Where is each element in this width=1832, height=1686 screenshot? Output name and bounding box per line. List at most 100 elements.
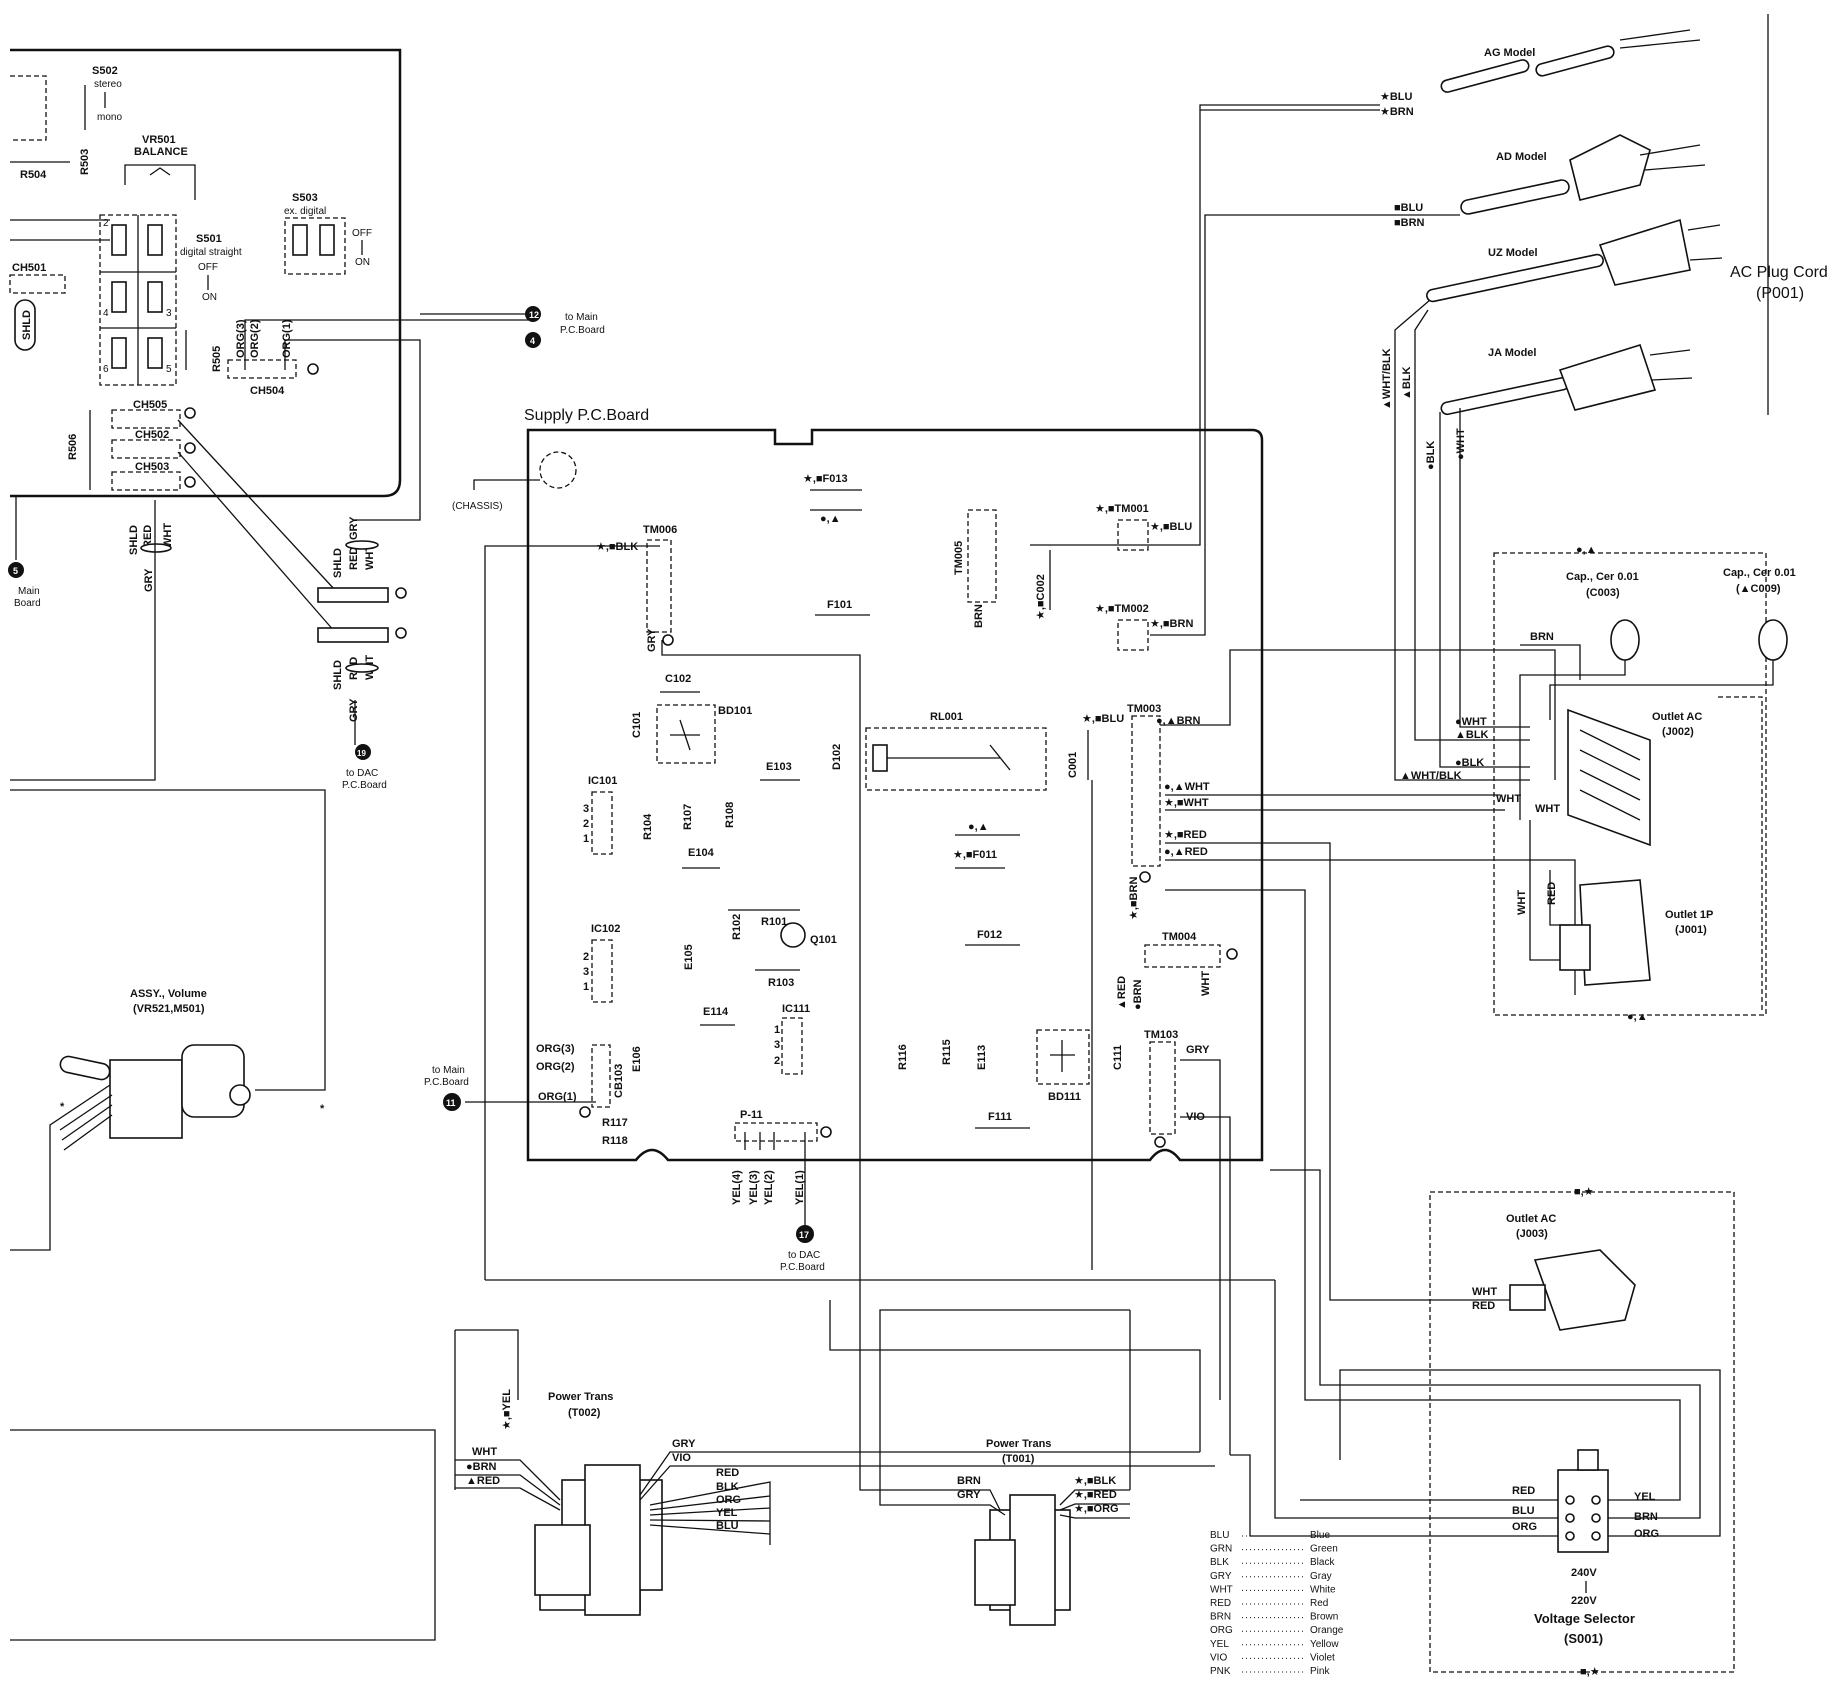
selector-wire-org: ORG <box>1512 1521 1537 1533</box>
to-main-12-a: to Main <box>565 312 598 323</box>
t002-sec-yel: YEL <box>716 1507 738 1519</box>
ja-wire-wht: ●WHT <box>1455 428 1467 460</box>
p11-label: P-11 <box>740 1109 763 1121</box>
yel4-label: YEL(4) <box>731 1170 743 1205</box>
s503-label: S503 <box>292 192 318 204</box>
vr501-balance: BALANCE <box>134 146 188 158</box>
legend-code: BLU <box>1210 1530 1229 1541</box>
ic102-pin-3: 3 <box>583 966 589 978</box>
j001-id: (J001) <box>1675 924 1707 936</box>
ch505-label: CH505 <box>133 399 167 411</box>
org1-label: ORG(1) <box>538 1091 577 1103</box>
connector-19 <box>355 744 371 760</box>
voltage-selector: RED BLU ORG YEL BRN ORG 240V 220V Voltag… <box>1165 889 1721 1646</box>
j001-wht: WHT <box>1516 890 1528 915</box>
ic101-pin-2: 2 <box>583 818 589 830</box>
cable-a-wht: WHT <box>364 545 376 570</box>
legend-code: GRY <box>1210 1571 1232 1582</box>
r101-label: R101 <box>761 916 787 928</box>
t001-brn: BRN <box>957 1475 981 1487</box>
tm003-red2: ●,▲RED <box>1164 846 1208 858</box>
uz-wire-blk: ▲BLK <box>1401 366 1413 400</box>
ac-plug-cord-id: (P001) <box>1756 285 1804 302</box>
selector-220v: 220V <box>1571 1595 1597 1607</box>
selector-id: (S001) <box>1564 1631 1603 1646</box>
j003-wire-wht: WHT <box>1472 1286 1497 1298</box>
ad-model-label: AD Model <box>1496 151 1547 163</box>
legend-name: Yellow <box>1310 1639 1339 1650</box>
ch501-shld: SHLD <box>21 310 33 340</box>
vr501-label: VR501 <box>142 134 176 146</box>
rl001-label: RL001 <box>930 711 963 723</box>
selector-wire-org2: ORG <box>1634 1528 1659 1540</box>
tm003-red1: ★,■RED <box>1164 829 1207 841</box>
to-main-12-b: P.C.Board <box>560 325 605 336</box>
t002-gry: GRY <box>672 1438 696 1450</box>
tm002-wire: ★,■BRN <box>1150 618 1193 630</box>
ic111-pin-3: 3 <box>774 1039 780 1051</box>
ch502-label: CH502 <box>135 429 169 441</box>
connector-17 <box>796 1225 814 1243</box>
legend-name: White <box>1310 1584 1336 1595</box>
org2-label: ORG(2) <box>536 1061 575 1073</box>
r117-label: R117 <box>602 1117 628 1129</box>
tm004-red: ▲RED <box>1116 976 1128 1010</box>
f101-label: F101 <box>827 599 852 611</box>
to-dac-19-a: to DAC <box>346 768 378 779</box>
c111-label: C111 <box>1112 1045 1124 1070</box>
t001-id: (T001) <box>1002 1453 1035 1465</box>
r103-label: R103 <box>768 977 794 989</box>
s502-mono: mono <box>97 112 122 123</box>
selector-wire-red: RED <box>1512 1485 1535 1497</box>
connector-11 <box>443 1093 461 1111</box>
tm004-wht: WHT <box>1200 971 1212 996</box>
ic111-pin-1: 1 <box>774 1024 780 1036</box>
ag-wire-brn: ★BRN <box>1380 106 1414 118</box>
transformer-t002: Power Trans (T002) WHT ●BRN ▲RED ★,■YEL … <box>10 1329 1215 1641</box>
cap-c009-id: (▲C009) <box>1736 583 1781 595</box>
wht-label-a: WHT <box>1496 793 1521 805</box>
s502-label: S502 <box>92 65 118 77</box>
j003-title: Outlet AC <box>1506 1213 1556 1225</box>
r116-label: R116 <box>897 1044 909 1070</box>
t001-red: ★,■RED <box>1074 1489 1117 1501</box>
t002-wht: WHT <box>472 1446 497 1458</box>
ch504-org2: ORG(2) <box>249 319 261 358</box>
t002-sec-blu: BLU <box>716 1520 739 1532</box>
t002-id: (T002) <box>568 1407 601 1419</box>
ic101-pin-1: 1 <box>583 833 589 845</box>
t002-red: ▲RED <box>466 1475 500 1487</box>
connector-4 <box>525 332 541 348</box>
cable-red-left: RED <box>142 525 154 548</box>
s503-on: ON <box>355 257 370 268</box>
c001-label: C001 <box>1067 752 1079 778</box>
transformer-t001: Power Trans (T001) BRN GRY ★,■BLK ★,■RED… <box>829 1300 1201 1626</box>
legend-name: Orange <box>1310 1625 1344 1636</box>
connector-5 <box>8 562 24 578</box>
s501-label: S501 <box>196 233 222 245</box>
supply-board-title: Supply P.C.Board <box>524 407 649 424</box>
j002-wire-blk2: ●BLK <box>1455 757 1484 769</box>
cable-gry-left: GRY <box>143 568 155 592</box>
ag-wire-blu: ★BLU <box>1380 91 1413 103</box>
legend-code: WHT <box>1210 1584 1233 1595</box>
wht-label-b: WHT <box>1535 803 1560 815</box>
e114-label: E114 <box>703 1006 729 1018</box>
connector-4-num: 4 <box>530 336 535 346</box>
j003-wire-red: RED <box>1472 1300 1495 1312</box>
j002-wire-wht: ●WHT <box>1455 716 1487 728</box>
volume-assy-title: ASSY., Volume <box>130 988 207 1000</box>
ja-wire-blk: ●BLK <box>1425 441 1437 470</box>
ic102-pin-1: 1 <box>583 981 589 993</box>
legend-code: BLK <box>1210 1557 1229 1568</box>
outlets-group: ●,▲ ●,▲ Cap., Cer 0.01 (C003) Cap., Cer … <box>1400 544 1796 1023</box>
chassis-label: (CHASSIS) <box>452 501 503 512</box>
s501-pin-4: 4 <box>103 308 109 319</box>
f013-label: ★,■F013 <box>803 473 848 485</box>
legend-code: RED <box>1210 1598 1231 1609</box>
e106-label: E106 <box>631 1046 643 1072</box>
connector-12 <box>525 306 541 322</box>
legend-code: GRN <box>1210 1544 1232 1555</box>
j002-title: Outlet AC <box>1652 711 1702 723</box>
connector-17-num: 17 <box>799 1230 809 1240</box>
